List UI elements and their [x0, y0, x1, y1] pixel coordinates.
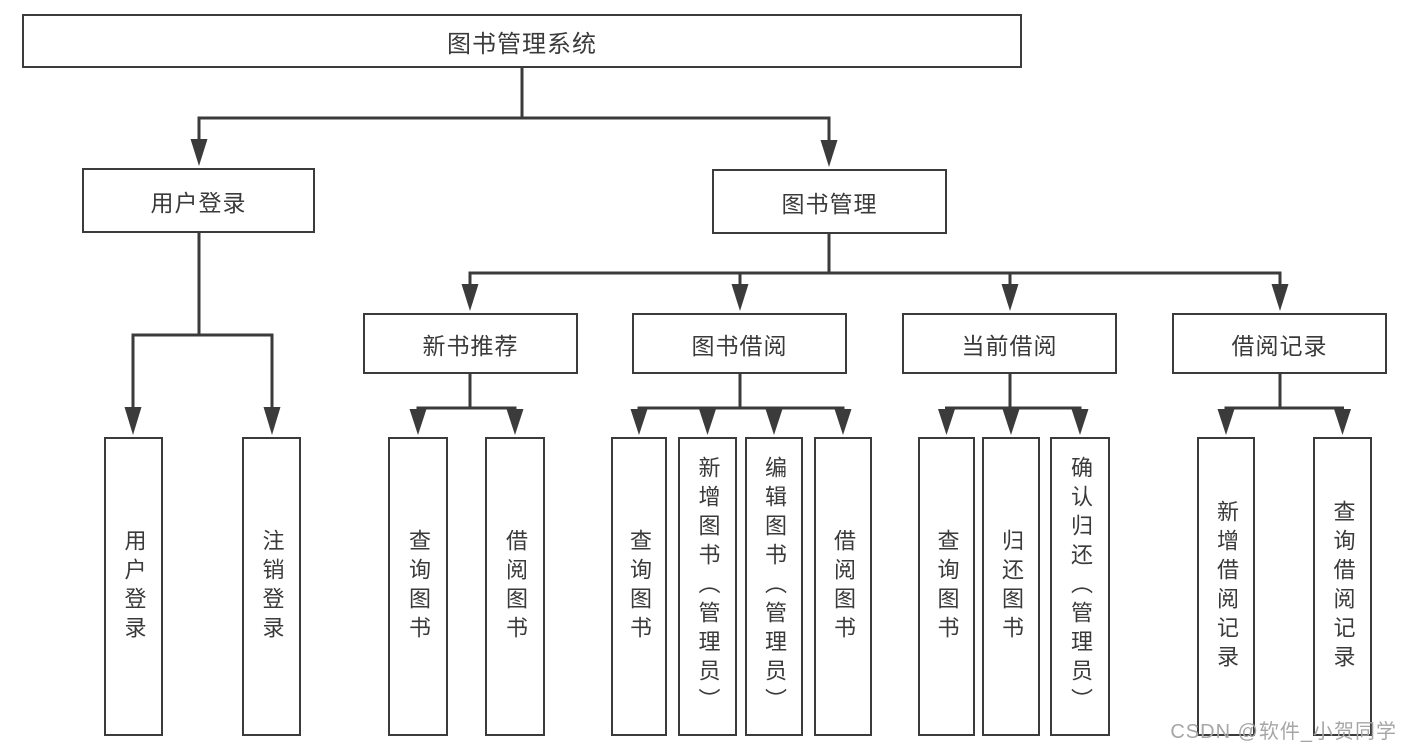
node-book-management: 图书管理	[712, 169, 947, 234]
arrowhead	[630, 409, 648, 435]
arrowhead	[938, 409, 955, 435]
arrowhead	[731, 284, 749, 311]
connector-user-login	[131, 233, 274, 410]
connector-current-borrow	[945, 374, 1082, 413]
leaf-newbooks-query-books: 查询图书	[388, 437, 448, 736]
leaf-borrow-edit-books: 编辑图书（管理员）	[745, 437, 803, 736]
leaf-borrow-add-books: 新增图书（管理员）	[678, 437, 737, 736]
node-user-login: 用户登录	[82, 168, 315, 233]
arrowhead	[1001, 284, 1019, 311]
node-new-book-recommend: 新书推荐	[363, 313, 578, 374]
leaf-borrow-query-books: 查询图书	[611, 437, 667, 736]
node-current-borrow: 当前借阅	[902, 313, 1117, 374]
arrowhead	[699, 409, 716, 435]
watermark: CSDN @软件_小贺同学	[1170, 721, 1397, 743]
arrowhead	[834, 409, 852, 435]
leaf-borrow-borrow-books: 借阅图书	[814, 437, 872, 736]
arrowhead	[1071, 409, 1089, 435]
arrowhead	[1002, 409, 1020, 435]
leaf-current-query-books: 查询图书	[918, 437, 975, 736]
connector-root-branches	[197, 68, 831, 143]
leaf-current-return-books: 归还图书	[982, 437, 1040, 736]
arrowhead	[765, 409, 783, 435]
arrowhead	[1217, 409, 1235, 435]
leaf-current-confirm-return: 确认归还（管理员）	[1050, 437, 1110, 736]
connector-book-borrow	[637, 374, 845, 413]
leaf-logout: 注销登录	[242, 437, 301, 736]
arrowhead	[461, 284, 479, 311]
leaf-records-query-record: 查询借阅记录	[1313, 437, 1372, 736]
arrowhead	[263, 407, 281, 435]
leaf-newbooks-borrow-books: 借阅图书	[485, 437, 545, 736]
arrowhead	[190, 139, 208, 166]
arrowhead	[1334, 409, 1351, 435]
arrowhead	[1271, 284, 1289, 311]
connector-borrow-records	[1224, 374, 1344, 413]
node-borrow-records: 借阅记录	[1172, 313, 1387, 374]
arrowhead	[506, 409, 524, 435]
arrowhead	[124, 407, 142, 435]
node-book-borrow: 图书借阅	[632, 313, 847, 374]
arrowhead	[820, 140, 838, 167]
connector-new-books	[416, 374, 517, 413]
arrowhead	[409, 409, 427, 435]
connector-book-mgmt	[468, 234, 1282, 286]
node-root: 图书管理系统	[22, 14, 1022, 68]
leaf-user-login: 用户登录	[104, 437, 163, 736]
leaf-records-add-record: 新增借阅记录	[1197, 437, 1255, 736]
